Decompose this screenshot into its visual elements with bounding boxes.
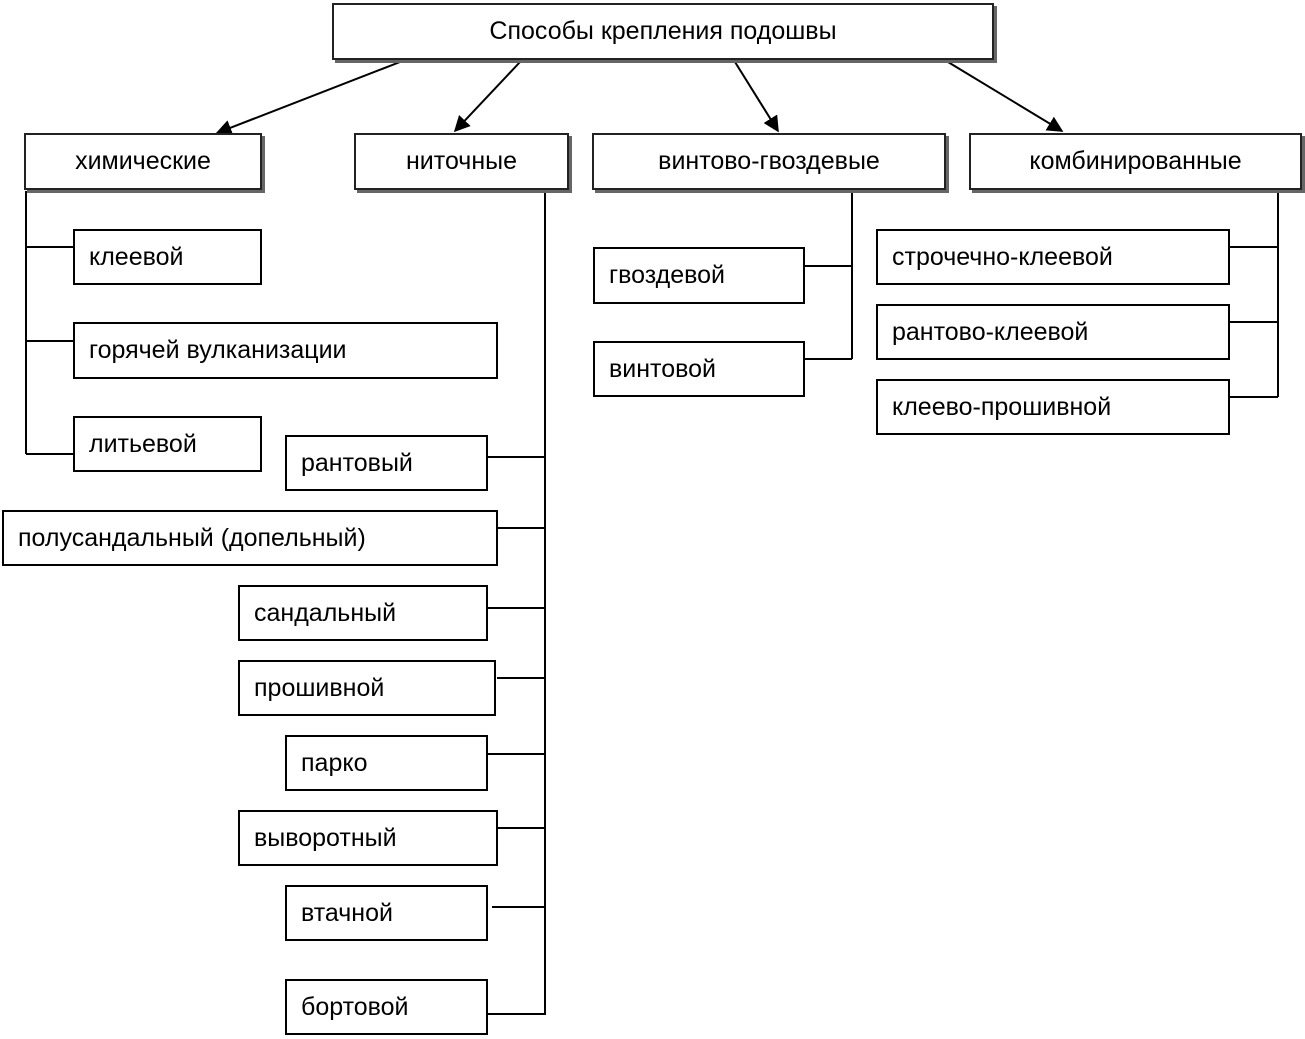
method-node: прошивной	[238, 660, 496, 716]
method-node: полусандальный (допельный)	[2, 510, 498, 566]
root-node: Способы крепления подошвы	[332, 3, 994, 60]
method-label: литьевой	[89, 429, 197, 458]
arrow-to-chemical	[215, 61, 401, 136]
method-node: выворотный	[238, 810, 498, 866]
category-combined: комбинированные	[969, 133, 1302, 190]
method-label: горячей вулканизации	[89, 336, 347, 364]
method-node: литьевой	[73, 416, 262, 472]
chemical-branch-lines	[25, 191, 73, 455]
method-label: клеевой	[89, 242, 184, 271]
method-label: бортовой	[301, 992, 409, 1021]
category-label: ниточные	[406, 147, 517, 175]
method-label: парко	[301, 748, 368, 777]
method-node: винтовой	[593, 341, 805, 397]
thread-branch-lines	[488, 191, 546, 1015]
category-label: комбинированные	[1029, 147, 1242, 175]
method-node: втачной	[285, 885, 488, 941]
method-label: рантовый	[301, 448, 413, 477]
method-node: рантовый	[285, 435, 488, 491]
category-label: винтово-гвоздевые	[658, 147, 880, 175]
category-screw-nail: винтово-гвоздевые	[592, 133, 946, 190]
category-thread: ниточные	[354, 133, 569, 190]
method-label: сандальный	[254, 598, 397, 627]
method-label: прошивной	[254, 673, 385, 702]
arrow-to-thread	[453, 61, 521, 133]
category-chemical: химические	[24, 133, 262, 190]
method-label: выворотный	[254, 823, 397, 852]
arrow-to-screw-nail	[734, 61, 779, 133]
method-label: втачной	[301, 898, 393, 927]
method-label: винтовой	[609, 354, 716, 383]
method-node: гвоздевой	[593, 247, 805, 304]
method-label: рантово-клеевой	[892, 317, 1089, 346]
method-label: строчечно-клеевой	[892, 242, 1113, 271]
method-node: строчечно-клеевой	[876, 229, 1230, 285]
method-node: клеевой	[73, 229, 262, 285]
method-node: сандальный	[238, 585, 488, 641]
category-label: химические	[75, 147, 211, 175]
method-label: гвоздевой	[609, 261, 726, 289]
method-node: парко	[285, 735, 488, 791]
combined-branch-lines	[1230, 191, 1279, 398]
method-label: клеево-прошивной	[892, 392, 1112, 421]
method-node: клеево-прошивной	[876, 379, 1230, 435]
method-label: полусандальный (допельный)	[18, 523, 366, 552]
root-title: Способы крепления подошвы	[489, 17, 837, 45]
screw-nail-branch-lines	[805, 191, 853, 360]
arrow-to-combined	[947, 61, 1064, 132]
method-node: рантово-клеевой	[876, 304, 1230, 360]
method-node: бортовой	[285, 979, 488, 1035]
method-node: горячей вулканизации	[73, 322, 498, 379]
